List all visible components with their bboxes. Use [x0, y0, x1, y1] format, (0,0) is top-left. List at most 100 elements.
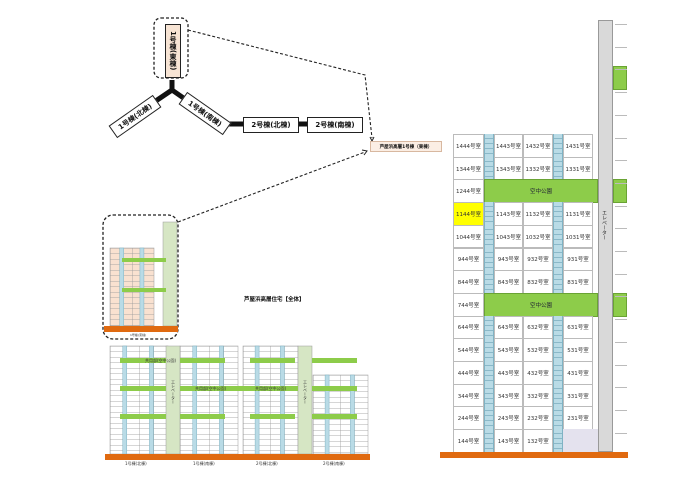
adjacent-floor-line: [615, 296, 627, 298]
room-cell[interactable]: 832号室: [523, 270, 553, 294]
elevator-label: エレベーター: [601, 210, 607, 240]
room-cell[interactable]: 943号室: [494, 247, 523, 272]
room-cell[interactable]: 1244号室: [453, 179, 484, 204]
room-cell[interactable]: 643号室: [494, 315, 523, 340]
room-cell[interactable]: 232号室: [523, 406, 553, 431]
room-cell[interactable]: 1344号室: [453, 156, 484, 181]
room-cell[interactable]: 431号室: [563, 361, 593, 385]
room-cell[interactable]: 1331号室: [563, 156, 593, 181]
room-cell[interactable]: 631号室: [563, 315, 593, 340]
room-cell[interactable]: 543号室: [494, 338, 523, 362]
room-cell[interactable]: 344号室: [453, 383, 484, 408]
room-cell[interactable]: 1131号室: [563, 202, 593, 226]
room-cell[interactable]: 1043号室: [494, 224, 523, 249]
ground: [105, 454, 370, 460]
room-cell[interactable]: 844号室: [453, 270, 484, 294]
park-bridge: [180, 386, 298, 391]
east-building-box[interactable]: 1号棟(東棟): [165, 24, 181, 78]
park: [180, 414, 225, 419]
room-cell[interactable]: 544号室: [453, 338, 484, 362]
room-cell[interactable]: 144号室: [453, 429, 484, 453]
park-label: 共用部(空中公園): [195, 386, 227, 391]
room-cell[interactable]: 1132号室: [523, 202, 553, 226]
room-cell[interactable]: 343号室: [494, 383, 523, 408]
room-cell[interactable]: 244号室: [453, 406, 484, 431]
room-cell[interactable]: 1143号室: [494, 202, 523, 226]
adjacent-floor-line: [615, 432, 627, 434]
room-cell[interactable]: 1443号室: [494, 134, 523, 158]
stair-section: [484, 383, 494, 408]
adjacent-floor-line: [615, 160, 627, 162]
room-cell[interactable]: 1431号室: [563, 134, 593, 158]
stair-section: [484, 338, 494, 362]
building-label: 2号棟(北棟): [256, 461, 278, 466]
room-cell[interactable]: 443号室: [494, 361, 523, 385]
room-cell[interactable]: 632号室: [523, 315, 553, 340]
callout-label: 芦屋浜高層1号棟（東棟）: [379, 144, 433, 150]
room-cell[interactable]: 243号室: [494, 406, 523, 431]
room-cell[interactable]: 1144号室: [453, 202, 484, 226]
empty-area: [563, 429, 598, 452]
adjacent-floor-line: [615, 182, 627, 184]
stair-section: [553, 315, 563, 340]
room-cell[interactable]: 744号室: [453, 292, 484, 317]
room-cell[interactable]: 132号室: [523, 429, 553, 453]
stair-section: [553, 156, 563, 181]
room-cell[interactable]: 331号室: [563, 383, 593, 408]
stair-section: [484, 429, 494, 453]
adjacent-floor-line: [615, 409, 627, 411]
adjacent-floor-line: [615, 387, 627, 389]
room-cell[interactable]: 644号室: [453, 315, 484, 340]
room-cell[interactable]: 931号室: [563, 247, 593, 272]
sky-park: 空中公園: [484, 179, 598, 204]
stair-section: [553, 270, 563, 294]
stair-section: [553, 361, 563, 385]
adjacent-floor-line: [615, 114, 627, 116]
north-building-2-label: 2号棟(北棟): [251, 121, 291, 129]
stair-section: [484, 134, 494, 158]
north-building-2-box[interactable]: 2号棟(北棟): [243, 117, 299, 133]
room-cell[interactable]: 1444号室: [453, 134, 484, 158]
room-cell[interactable]: 143号室: [494, 429, 523, 453]
stair-section: [553, 247, 563, 272]
adjacent-floor-line: [615, 24, 627, 25]
stair-section: [484, 270, 494, 294]
room-cell[interactable]: 432号室: [523, 361, 553, 385]
callout-label-box: 芦屋浜高層1号棟（東棟）: [370, 141, 442, 152]
room-cell[interactable]: 944号室: [453, 247, 484, 272]
park: [180, 358, 225, 363]
room-cell[interactable]: 332号室: [523, 383, 553, 408]
room-cell[interactable]: 932号室: [523, 247, 553, 272]
room-cell[interactable]: 1031号室: [563, 224, 593, 249]
room-cell[interactable]: 843号室: [494, 270, 523, 294]
adjacent-floor-line: [615, 319, 627, 321]
ground: [104, 326, 178, 332]
stair-section: [484, 406, 494, 431]
room-cell[interactable]: 1032号室: [523, 224, 553, 249]
room-cell[interactable]: 1432号室: [523, 134, 553, 158]
stair-section: [553, 406, 563, 431]
elevator-label: エレベーター: [303, 380, 308, 404]
south-building-2-box[interactable]: 2号棟(南棟): [307, 117, 363, 133]
stair-section: [484, 202, 494, 226]
room-cell[interactable]: 831号室: [563, 270, 593, 294]
adjacent-floor-line: [615, 69, 627, 71]
park: [120, 414, 166, 419]
park: [250, 358, 295, 363]
park: [250, 414, 295, 419]
room-cell[interactable]: 1343号室: [494, 156, 523, 181]
room-cell[interactable]: 231号室: [563, 406, 593, 431]
room-cell[interactable]: 444号室: [453, 361, 484, 385]
park: [122, 288, 166, 292]
small-building-label: 1号棟(東棟): [130, 333, 147, 337]
stair-section: [553, 338, 563, 362]
stair-section: [484, 156, 494, 181]
room-cell[interactable]: 532号室: [523, 338, 553, 362]
building-label: 1号棟(北棟): [125, 461, 147, 466]
stair-section: [553, 134, 563, 158]
adjacent-floor-line: [615, 205, 627, 207]
room-cell[interactable]: 1332号室: [523, 156, 553, 181]
room-cell[interactable]: 1044号室: [453, 224, 484, 249]
room-cell[interactable]: 531号室: [563, 338, 593, 362]
